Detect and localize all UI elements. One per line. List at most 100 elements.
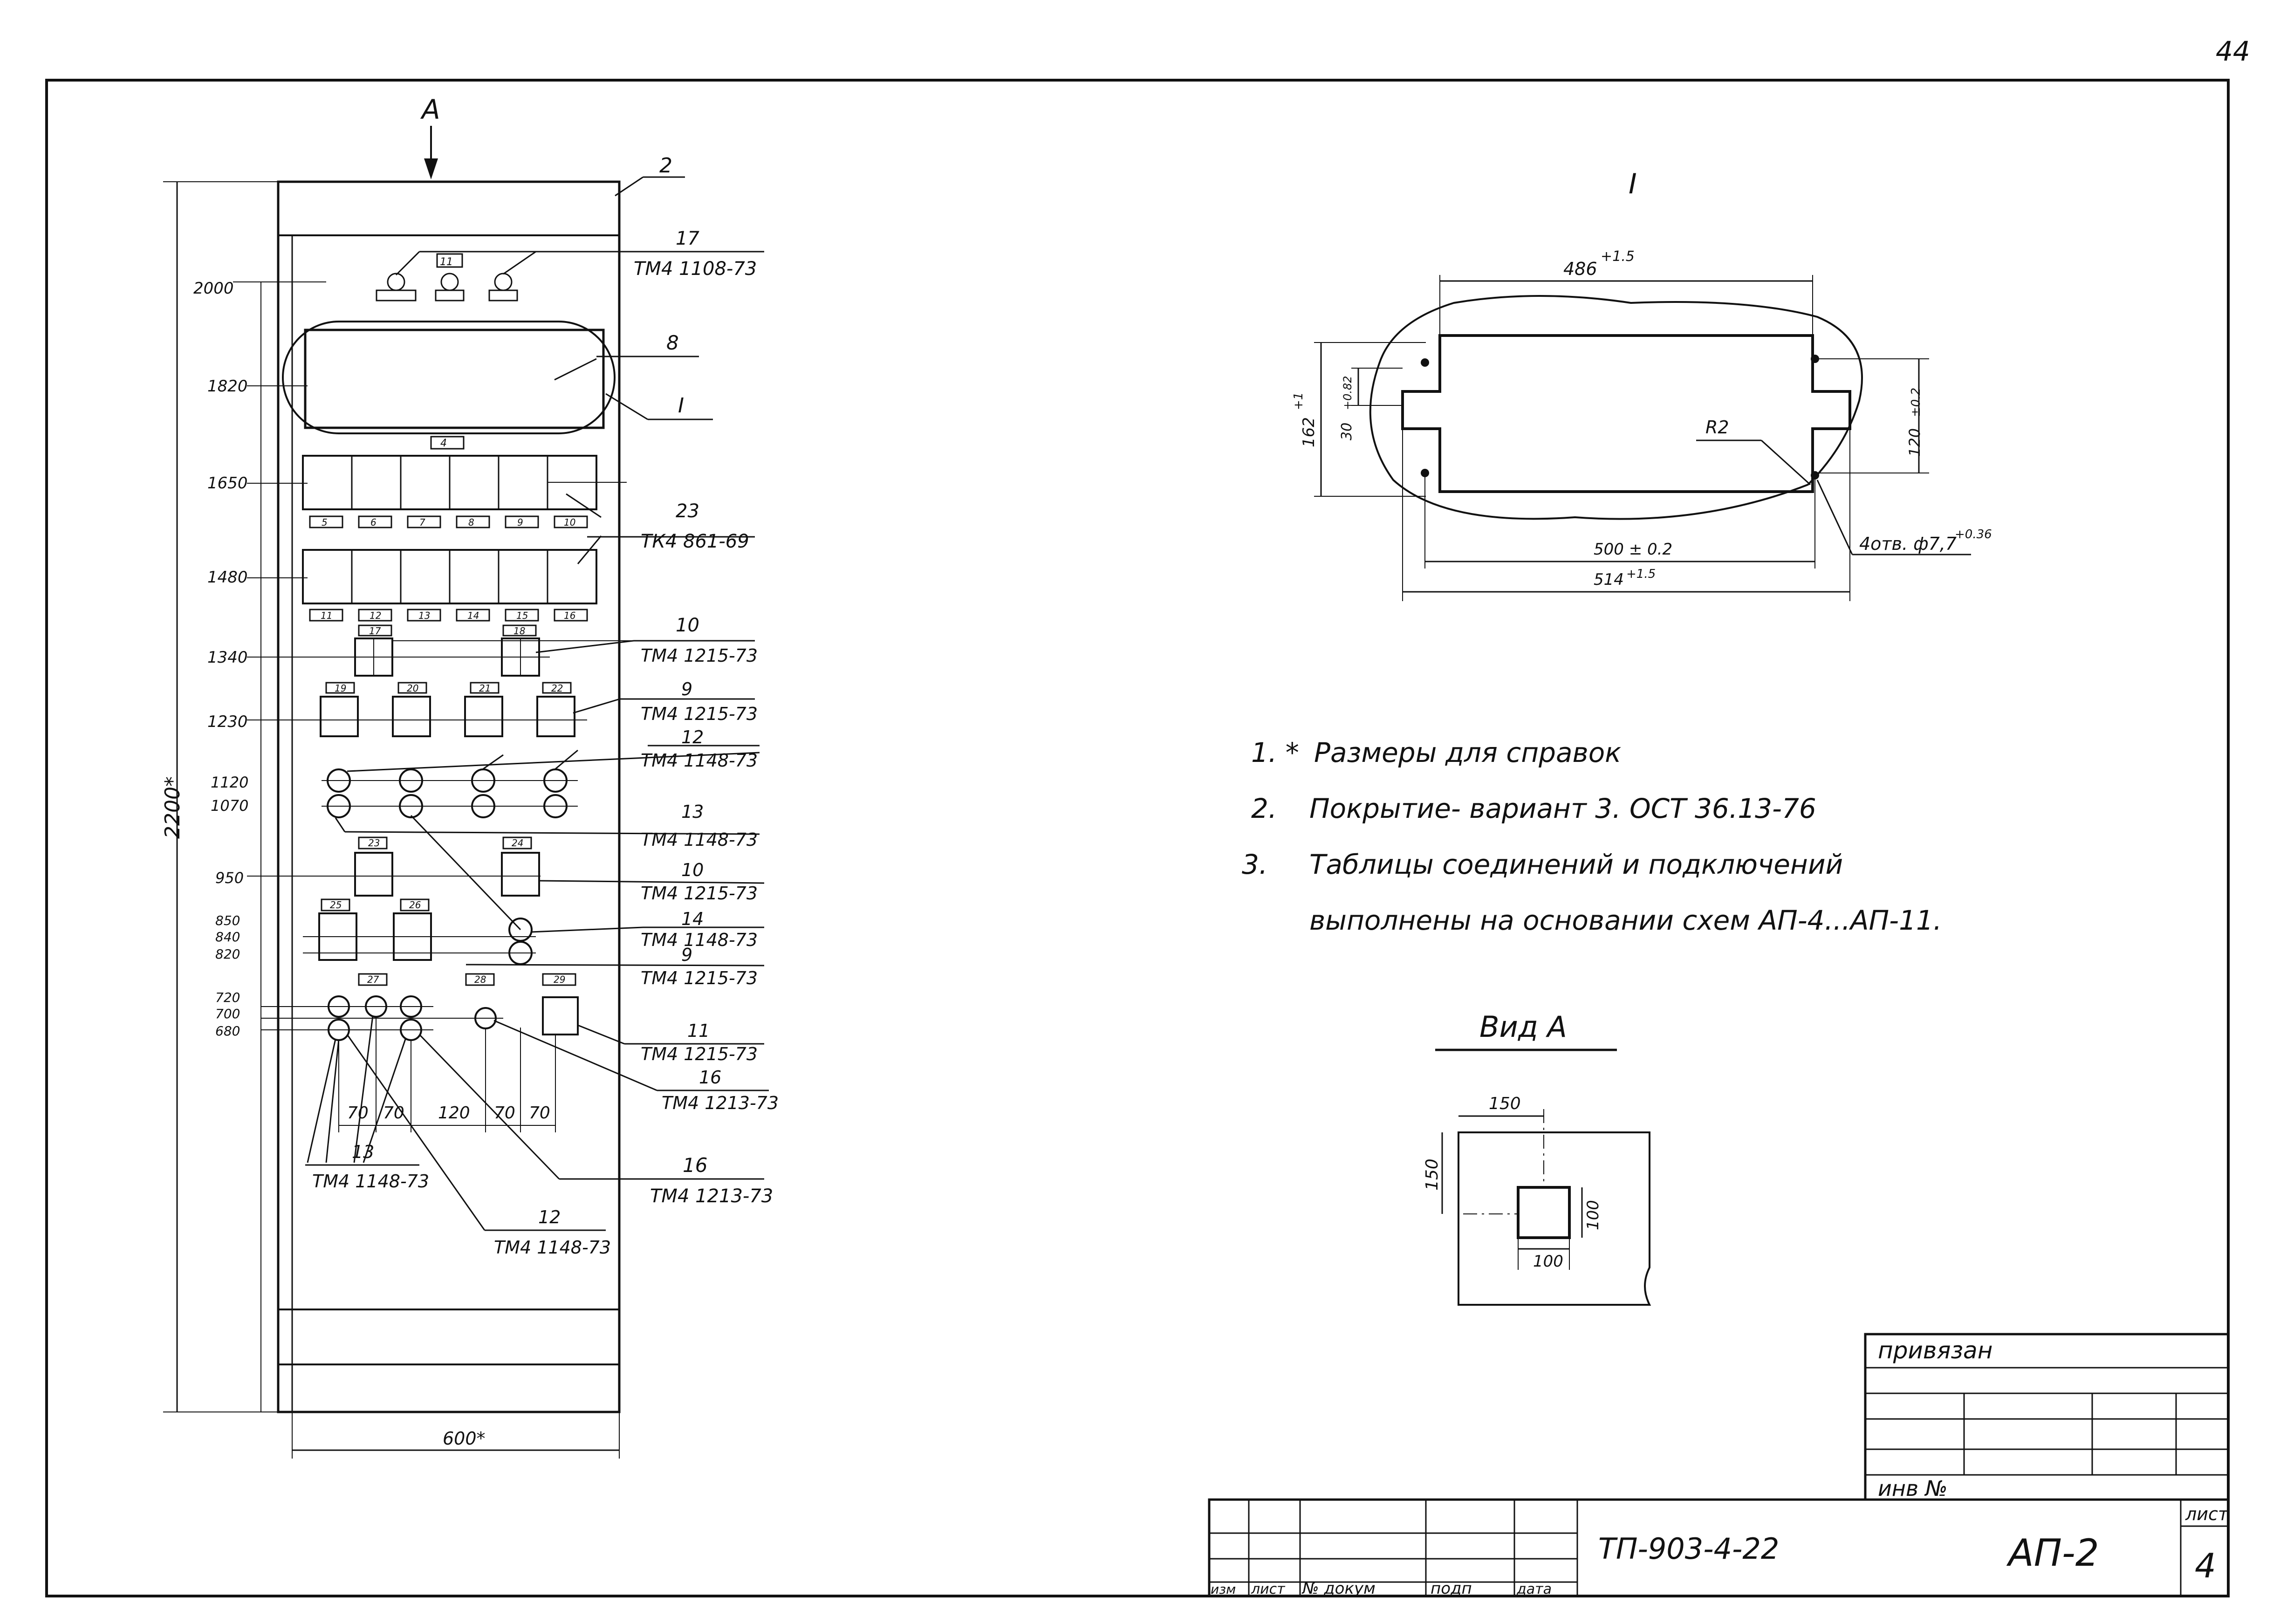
h-700: 700 xyxy=(215,1006,240,1021)
h-1340: 1340 xyxy=(207,648,248,667)
radius-r2: R2 xyxy=(1705,417,1729,438)
tag-21: 21 xyxy=(479,683,491,694)
code-1148c: ТМ4 1148-73 xyxy=(641,930,758,950)
tag-20: 20 xyxy=(407,683,418,694)
code-1213a: ТМ4 1213-73 xyxy=(662,1093,779,1113)
dim-2200: 2200* xyxy=(161,776,185,839)
tag-4: 4 xyxy=(440,438,447,449)
h-950: 950 xyxy=(215,869,244,887)
h-2000: 2000 xyxy=(193,279,234,298)
panel-outline xyxy=(277,180,621,1413)
callout-i: I xyxy=(678,394,684,418)
col-doc: № докум xyxy=(1301,1579,1376,1598)
dim-30-tol: +0.82 xyxy=(1341,376,1354,410)
doc-code: ТП-903-4-22 xyxy=(1598,1532,1779,1566)
view-a-title: Вид А xyxy=(1479,1010,1567,1044)
h-720: 720 xyxy=(215,990,240,1005)
code-1148e: ТМ4 1148-73 xyxy=(494,1237,611,1258)
note-3-num: 3. xyxy=(1242,849,1267,880)
callout-23: 23 xyxy=(676,500,699,522)
tag-8: 8 xyxy=(468,517,474,528)
h-1120: 1120 xyxy=(211,774,248,791)
callout-17: 17 xyxy=(676,228,699,249)
tag-14: 14 xyxy=(467,610,479,621)
view-a: Вид А 150 150 100 100 xyxy=(1423,1010,1651,1306)
callout-9b: 9 xyxy=(681,945,692,965)
h-850: 850 xyxy=(215,913,240,928)
callout-10b: 10 xyxy=(681,860,704,880)
tag-15: 15 xyxy=(516,610,528,621)
tag-10: 10 xyxy=(564,517,575,528)
col-podp: подп xyxy=(1431,1579,1472,1598)
square-hole xyxy=(1517,1186,1571,1239)
dim-70c: 70 xyxy=(494,1103,515,1123)
callout-12a: 12 xyxy=(681,727,704,747)
tag-26: 26 xyxy=(409,899,421,911)
view-a-dim-150-top: 150 xyxy=(1489,1094,1521,1113)
tag-12: 12 xyxy=(370,610,381,621)
dim-486: 486 xyxy=(1563,259,1597,279)
h-1230: 1230 xyxy=(207,713,248,731)
view-a-dim-100-w: 100 xyxy=(1533,1252,1563,1271)
callout-9a: 9 xyxy=(681,679,692,699)
plate-outline xyxy=(1458,1131,1651,1306)
page-number: 44 xyxy=(2216,35,2250,67)
dim-500: 500 ± 0.2 xyxy=(1594,540,1672,559)
row3-units: 19 20 21 22 xyxy=(305,682,587,737)
note-3b-text: выполнены на основании схем АП-4...АП-11… xyxy=(1309,905,1942,936)
tag-25: 25 xyxy=(330,899,342,911)
h-1480: 1480 xyxy=(207,568,248,587)
note-3-text: Таблицы соединений и подключений xyxy=(1309,849,1843,880)
dim-600: 600* xyxy=(443,1428,486,1449)
tag-1: 11 xyxy=(440,256,453,268)
h-840: 840 xyxy=(215,929,240,945)
cutout-outline xyxy=(1369,295,1863,520)
code-1148d: ТМ4 1148-73 xyxy=(312,1171,429,1192)
tag-22: 22 xyxy=(551,683,563,694)
dim-70d: 70 xyxy=(529,1103,550,1123)
panel-drawing: A 2 11 17 ТМ4 1108-73 8 I xyxy=(161,94,779,1459)
dim-120-tol: ±0.2 xyxy=(1909,388,1923,417)
code-1215b: ТМ4 1215-73 xyxy=(641,704,758,724)
callout-11: 11 xyxy=(687,1021,710,1041)
dim-70b: 70 xyxy=(383,1103,404,1123)
title-block: привязан инв № изм лист № докум подп дат… xyxy=(1208,1333,2230,1598)
col-izm: изм xyxy=(1211,1582,1236,1597)
code-1148a: ТМ4 1148-73 xyxy=(641,750,758,771)
code-1108: ТМ4 1108-73 xyxy=(634,258,757,280)
tag-29: 29 xyxy=(554,974,565,985)
code-861: ТК4 861-69 xyxy=(641,531,749,552)
row1-tags: 5 6 7 8 9 10 xyxy=(309,515,588,528)
callout-12b: 12 xyxy=(538,1207,561,1227)
callout-8: 8 xyxy=(666,331,679,354)
tag-24: 24 xyxy=(512,837,523,849)
tag-18: 18 xyxy=(513,625,525,637)
dim-486-tol: +1.5 xyxy=(1601,248,1635,265)
h-1070: 1070 xyxy=(211,797,248,815)
tag-27: 27 xyxy=(367,974,379,985)
tag-23: 23 xyxy=(368,837,380,849)
tag-7: 7 xyxy=(419,517,425,528)
note-2-text: Покрытие- вариант 3. ОСТ 36.13-76 xyxy=(1309,793,1816,824)
h-1650: 1650 xyxy=(207,474,248,493)
h-1820: 1820 xyxy=(207,377,248,396)
callout-13a: 13 xyxy=(681,802,704,822)
code-1215c: ТМ4 1215-73 xyxy=(641,883,758,904)
privyazan-label: привязан xyxy=(1878,1337,1992,1364)
tag-11: 11 xyxy=(321,610,332,621)
circle-row-1 xyxy=(322,768,578,818)
tag-17: 17 xyxy=(369,625,381,637)
height-labels: 2000 1820 1650 1480 1340 1230 1120 1070 … xyxy=(193,279,248,1039)
h-820: 820 xyxy=(215,946,240,962)
code-1215a: ТМ4 1215-73 xyxy=(641,645,758,666)
sheet-number: 4 xyxy=(2195,1546,2216,1585)
code-1148b: ТМ4 1148-73 xyxy=(641,829,758,850)
tag-19: 19 xyxy=(335,683,346,694)
tag-13: 13 xyxy=(418,610,430,621)
col-data: дата xyxy=(1516,1581,1552,1597)
tag-5: 5 xyxy=(322,517,328,528)
view-a-dim-150-left: 150 xyxy=(1423,1158,1442,1191)
callout-13b: 13 xyxy=(352,1142,374,1162)
note-1-text: Размеры для справок xyxy=(1314,737,1621,768)
